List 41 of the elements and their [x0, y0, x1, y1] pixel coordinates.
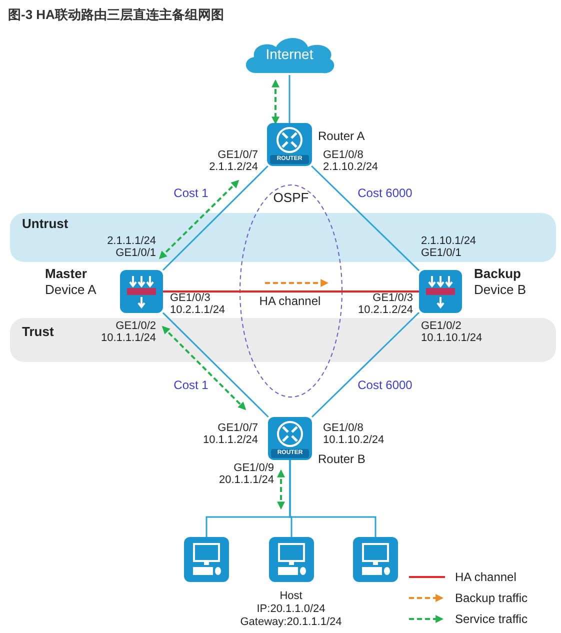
device-name: Router A	[318, 130, 365, 143]
host-info: IP:20.1.1.0/24	[256, 603, 326, 615]
edge-label: Cost 1	[172, 186, 210, 200]
edge-label: Cost 1	[172, 378, 210, 392]
interface-label: GE1/0/8 10.1.10.2/24	[323, 422, 384, 446]
interface-label: GE1/0/7 10.1.1.2/24	[202, 422, 258, 446]
link-line	[289, 460, 376, 537]
zone-label: Trust	[22, 324, 54, 339]
host-info: Host	[278, 590, 304, 602]
interface-label: GE1/0/9 20.1.1.1/24	[218, 462, 274, 486]
host-info: Gateway:20.1.1.1/24	[239, 616, 343, 628]
cloud-label: Internet	[264, 46, 314, 62]
link-line	[311, 312, 420, 418]
link-line	[162, 165, 268, 271]
figure-title: 图-3 HA联动路由三层直连主备组网图	[8, 6, 224, 24]
zone-label: Untrust	[22, 216, 68, 231]
interface-label: GE1/0/3 10.2.1.1/24	[170, 292, 226, 316]
interface-label: GE1/0/8 2.1.10.2/24	[323, 149, 378, 173]
interface-label: GE1/0/3 10.2.1.2/24	[358, 292, 413, 316]
interface-label: GE1/0/2 10.1.10.1/24	[421, 320, 482, 344]
device-name: Device A	[45, 283, 96, 297]
legend-label: Service traffic	[455, 612, 528, 626]
link-line	[311, 165, 420, 272]
link-line	[163, 290, 419, 292]
device-name: Device B	[474, 283, 526, 297]
link-line	[272, 79, 280, 125]
interface-label: GE1/0/7 2.1.1.2/24	[209, 149, 258, 173]
interface-label: 2.1.10.1/24 GE1/0/1	[421, 235, 476, 259]
edge-label: Cost 6000	[356, 186, 414, 200]
legend-label: Backup traffic	[455, 591, 528, 605]
device-name: Router B	[318, 453, 366, 466]
protocol-label: OSPF	[272, 190, 310, 205]
legend-label: HA channel	[455, 570, 516, 584]
link-line	[162, 312, 269, 418]
link-line	[288, 75, 290, 123]
interface-label: GE1/0/2 10.1.1.1/24	[100, 320, 156, 344]
edge-label: Cost 6000	[356, 378, 414, 392]
edge-label: HA channel	[257, 294, 323, 308]
interface-label: 2.1.1.1/24 GE1/0/1	[107, 235, 156, 259]
device-name: Backup	[474, 267, 521, 281]
device-name: Master	[45, 267, 87, 281]
